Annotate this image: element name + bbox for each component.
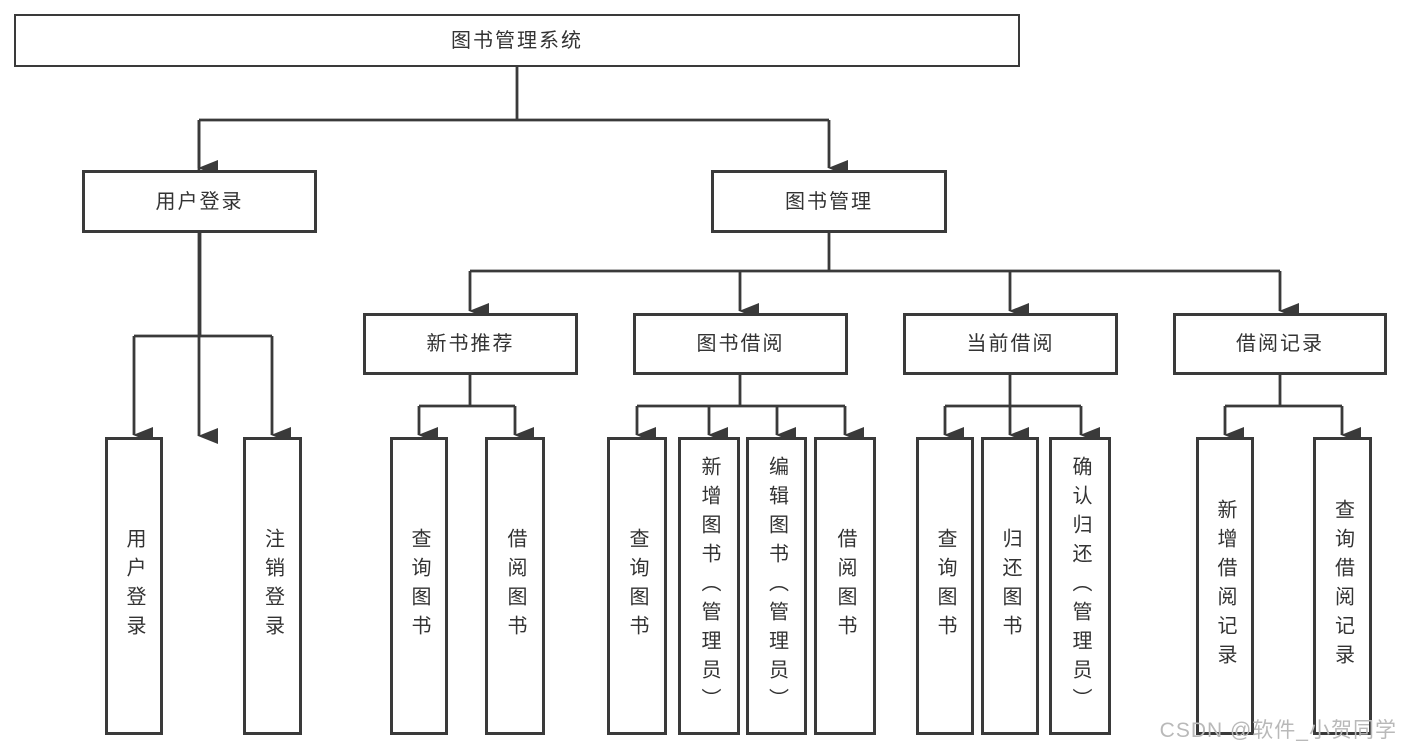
connector-user-login-to-leaves [132, 233, 291, 443]
leaf-user-login: 用户登录 [105, 437, 163, 735]
connector-root-to-level2 [197, 67, 848, 444]
node-book-management: 图书管理 [711, 170, 947, 233]
leaf-borrow-books: 借阅图书 [814, 437, 876, 735]
connector-book-mgmt-to-level3 [468, 233, 1299, 319]
connector-current-borrow-to-leaves [943, 375, 1100, 443]
leaf-add-borrow-record: 新增借阅记录 [1196, 437, 1254, 735]
leaf-borrow-books-recommend: 借阅图书 [485, 437, 545, 735]
leaf-edit-books-admin: 编辑图书（管理员） [746, 437, 807, 735]
leaf-return-books: 归还图书 [981, 437, 1039, 735]
node-book-borrowing: 图书借阅 [633, 313, 848, 375]
connector-book-borrow-to-leaves [635, 375, 864, 443]
connector-borrow-record-to-leaves [1223, 375, 1361, 443]
node-borrowing-records: 借阅记录 [1173, 313, 1387, 375]
csdn-watermark: CSDN @软件_小贺同学 [1159, 719, 1397, 742]
node-new-book-recommend: 新书推荐 [363, 313, 578, 375]
node-user-login: 用户登录 [82, 170, 317, 233]
leaf-query-books-current: 查询图书 [916, 437, 974, 735]
node-root-system: 图书管理系统 [14, 14, 1020, 67]
leaf-logout: 注销登录 [243, 437, 302, 735]
node-current-borrowing: 当前借阅 [903, 313, 1118, 375]
leaf-query-books-recommend: 查询图书 [390, 437, 448, 735]
connector-new-book-rec-to-leaves [417, 375, 534, 443]
leaf-add-books-admin: 新增图书（管理员） [678, 437, 740, 735]
leaf-confirm-return-admin: 确认归还（管理员） [1049, 437, 1111, 735]
leaf-query-borrow-record: 查询借阅记录 [1313, 437, 1372, 735]
leaf-query-books-borrowing: 查询图书 [607, 437, 667, 735]
